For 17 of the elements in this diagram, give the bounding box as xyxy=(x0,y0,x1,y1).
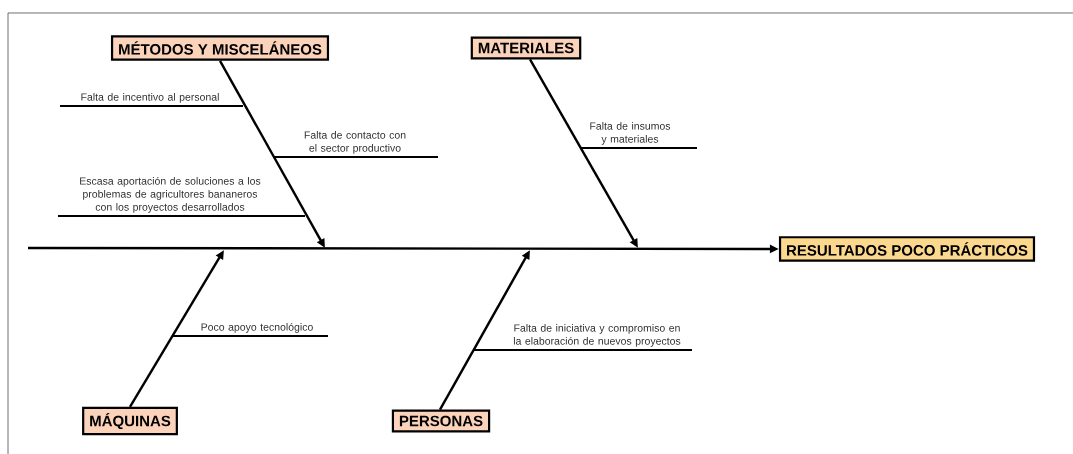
rib-line xyxy=(473,349,693,351)
category-box: PERSONAS xyxy=(391,409,491,433)
category-box: MÉTODOS Y MISCELÁNEOS xyxy=(110,35,330,61)
cause-text: Falta de insumos y materiales xyxy=(590,122,671,145)
effect-box: RESULTADOS POCO PRÁCTICOS xyxy=(778,236,1036,262)
cause-text: Falta de contacto con el sector productivo xyxy=(304,131,406,154)
cause-text: Falta de incentivo al personal xyxy=(81,93,219,103)
rib-line xyxy=(580,147,698,149)
rib-line xyxy=(57,215,306,217)
cause-text: Escasa aportación de soluciones a los problemas de agricultores bananeros con los proyectos desarrollados xyxy=(80,176,261,213)
rib-line xyxy=(59,105,244,107)
cause-text: Falta de iniciativa y compromiso en la elaboración de nuevos proyectos xyxy=(513,324,681,347)
category-box: MÁQUINAS xyxy=(82,406,178,436)
rib-line xyxy=(272,156,439,158)
rib-line xyxy=(172,335,329,337)
cause-text: Poco apoyo tecnológico xyxy=(201,322,313,333)
category-box: MATERIALES xyxy=(470,36,582,60)
